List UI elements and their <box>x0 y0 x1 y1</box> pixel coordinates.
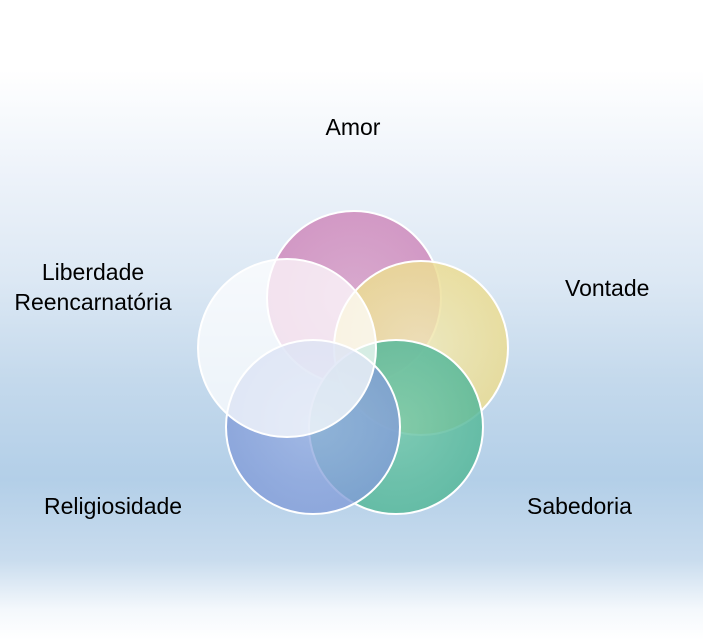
label-religiosidade: Religiosidade <box>44 493 183 519</box>
label-sabedoria: Sabedoria <box>527 493 632 519</box>
label-liberdade-line1: Liberdade <box>41 259 145 285</box>
circle-liberdade <box>197 258 377 438</box>
label-vontade: Vontade <box>565 275 650 301</box>
label-liberdade-line2: Reencarnatória <box>14 289 172 315</box>
label-amor: Amor <box>325 114 381 140</box>
label-liberdade-reencarnatoria: Liberdade Reencarnatória <box>0 257 186 317</box>
